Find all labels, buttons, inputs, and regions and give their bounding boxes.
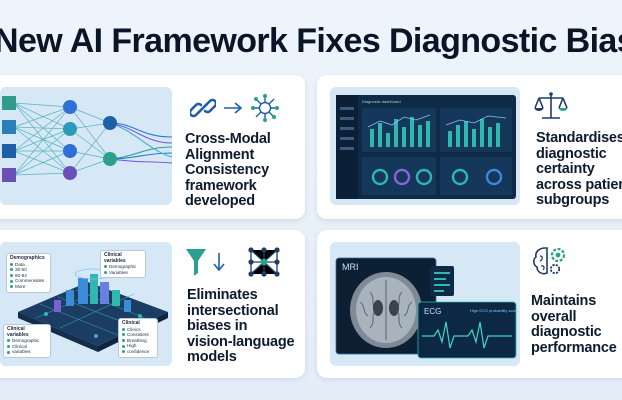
panel-row: 60-84 — [10, 273, 47, 279]
caption-line: Cross-Modal — [185, 131, 271, 147]
card-alignment: Cross-Modal Alignment Consistency framew… — [0, 75, 305, 219]
panel-row: Demographic — [7, 338, 47, 344]
card-performance: MRI ECG High ECG probability score Maint… — [317, 230, 622, 378]
card-intersectional: Demographics Data 35-50 60-84 Commenside… — [0, 230, 305, 378]
caption-line: across patient — [536, 176, 622, 193]
demographics-panel: Demographics Data 35-50 60-84 Commenside… — [6, 253, 51, 293]
card-caption: Maintains overall diagnostic performance — [531, 293, 617, 356]
ecg-label: ECG — [424, 307, 441, 316]
caption-line: Maintains — [531, 293, 597, 309]
dashboard-title: Diagnostic dashboard — [362, 99, 401, 104]
card-icons — [188, 93, 280, 128]
panel-title: Clinical variables — [104, 252, 126, 264]
panel-row: Variables — [104, 270, 142, 276]
card-icons — [534, 91, 568, 126]
caption-line: Standardises — [536, 130, 622, 146]
chain-link-icon — [188, 95, 218, 126]
mri-label: MRI — [342, 262, 359, 272]
ecg-note: High ECG probability score — [470, 308, 519, 313]
panel-row: 35-50 — [10, 267, 47, 273]
balance-scale-icon — [534, 91, 568, 126]
arrow-down-icon — [213, 251, 225, 278]
caption-line: biases in — [187, 318, 248, 334]
panel-row: Commensides — [10, 278, 47, 284]
caption-line: performance — [531, 339, 617, 356]
caption-line: developed — [185, 193, 255, 209]
card-certainty: Diagnostic dashboard Standardises diagno… — [317, 75, 622, 219]
panel-title: Clinical — [122, 320, 140, 326]
dashboard-illustration: Diagnostic dashboard — [330, 87, 520, 205]
caption-line: models — [187, 349, 237, 365]
clinical-variables-panel: Clinical variables Demographic Variables — [100, 250, 146, 279]
caption-line: certainty — [536, 161, 595, 177]
panel-row: Clinical — [7, 344, 47, 350]
card-caption: Standardises diagnostic certainty across… — [536, 130, 622, 209]
panel-row: Consistent — [122, 332, 154, 338]
clinical-variables-panel: Clinical variables Demographic Clinical … — [3, 324, 51, 358]
panel-row: Demographic — [104, 264, 142, 270]
panel-row: High — [122, 343, 154, 349]
network-node-icon — [247, 246, 281, 283]
panel-title: Demographics — [10, 255, 45, 261]
caption-line: framework — [185, 177, 257, 194]
panel-row: Clinics — [122, 327, 154, 333]
caption-line: vision-language — [187, 333, 295, 350]
funnel-icon — [185, 247, 207, 282]
card-icons — [531, 244, 569, 283]
clinical-panel: Clinical Clinics Consistent Breathing Hi… — [118, 318, 158, 358]
caption-line: overall — [531, 308, 577, 325]
caption-line: subgroups — [536, 192, 610, 208]
caption-line: Alignment — [185, 146, 255, 163]
panel-row: Data — [10, 262, 47, 268]
panel-title: Clinical variables — [7, 326, 29, 338]
panel-row: More — [10, 284, 47, 290]
card-caption: Cross-Modal Alignment Consistency framew… — [185, 131, 271, 210]
panel-row: confidence — [122, 349, 154, 355]
mri-ecg-illustration: MRI ECG High ECG probability score — [330, 242, 520, 366]
arrow-right-icon — [222, 101, 244, 120]
brain-gear-icon — [531, 244, 569, 283]
caption-line: Eliminates — [187, 287, 258, 303]
card-caption: Eliminates intersectional biases in visi… — [187, 287, 295, 366]
caption-line: diagnostic — [531, 324, 602, 340]
panel-row: variables — [7, 349, 47, 355]
caption-line: intersectional — [187, 302, 279, 319]
page-title: New AI Framework Fixes Diagnostic Bias — [0, 22, 622, 60]
card-icons — [185, 246, 281, 283]
panel-row: Breathing — [122, 338, 154, 344]
caption-line: Consistency — [185, 162, 270, 178]
caption-line: diagnostic — [536, 145, 607, 162]
neural-network-illustration — [0, 87, 172, 205]
network-node-icon — [250, 93, 280, 128]
